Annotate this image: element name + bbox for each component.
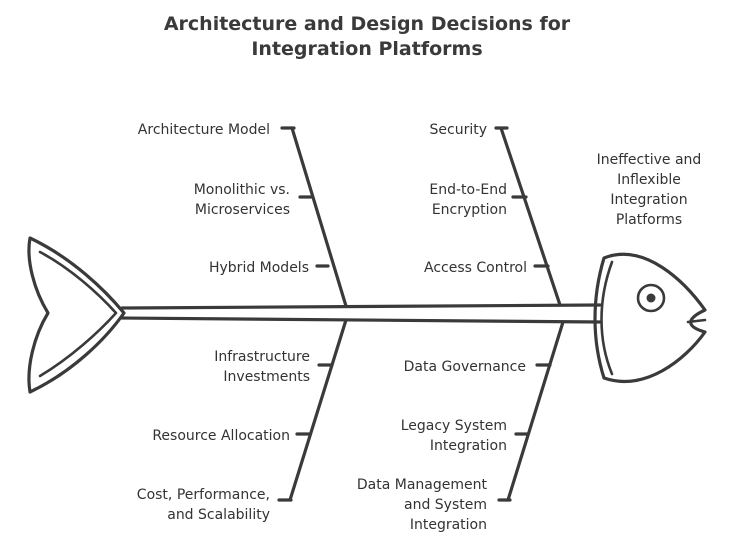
cause-infrastructure-item2-line2: and Scalability [167, 507, 270, 523]
effect-line-4: Platforms [616, 212, 682, 228]
effect-line-3: Integration [610, 192, 687, 208]
cause-architecture-item1-line1: Monolithic vs. [194, 182, 290, 198]
cause-data-head: Data Governance [404, 359, 526, 375]
cause-data-item2-line2: and System [404, 497, 487, 513]
fish-spine-bottom [120, 316, 602, 324]
cause-data-item2-line1: Data Management [357, 477, 488, 493]
diagram-title-line-1: Architecture and Design Decisions for [164, 13, 571, 35]
cause-infrastructure-item1: Resource Allocation [152, 428, 290, 444]
cause-security-item1-line1: End-to-End [429, 182, 507, 198]
fish-tail [27, 236, 126, 394]
bone-data [506, 320, 565, 502]
fish-eye-outer [636, 283, 666, 313]
cause-architecture-item2: Hybrid Models [209, 260, 309, 276]
effect-line-2: Inflexible [617, 172, 681, 188]
cause-architecture-head: Architecture Model [138, 122, 270, 138]
bone-architecture [290, 126, 348, 308]
cause-architecture-item1-line2: Microservices [195, 202, 290, 218]
fish-spine-top [120, 303, 602, 310]
effect-line-1: Ineffective and [597, 152, 702, 168]
diagram-title-line-2: Integration Platforms [251, 38, 482, 60]
cause-security-item2: Access Control [424, 260, 527, 276]
cause-data-item1-line2: Integration [430, 438, 507, 454]
cause-infrastructure-head-line1: Infrastructure [214, 349, 310, 365]
cause-infrastructure-head-line2: Investments [223, 369, 310, 385]
cause-infrastructure-item2-line1: Cost, Performance, [137, 487, 270, 503]
fish-head-gill [600, 260, 614, 376]
fish-eye-pupil [646, 293, 656, 303]
cause-data-item1-line1: Legacy System [401, 418, 507, 434]
bone-infrastructure [288, 318, 348, 502]
fish-head [593, 252, 707, 383]
fish-tail-inner [38, 250, 118, 378]
fish-mouth [686, 318, 707, 324]
bone-security [499, 126, 562, 307]
cause-data-item2-line3: Integration [410, 517, 487, 533]
cause-security-head: Security [430, 122, 488, 138]
cause-security-item1-line2: Encryption [432, 202, 507, 218]
